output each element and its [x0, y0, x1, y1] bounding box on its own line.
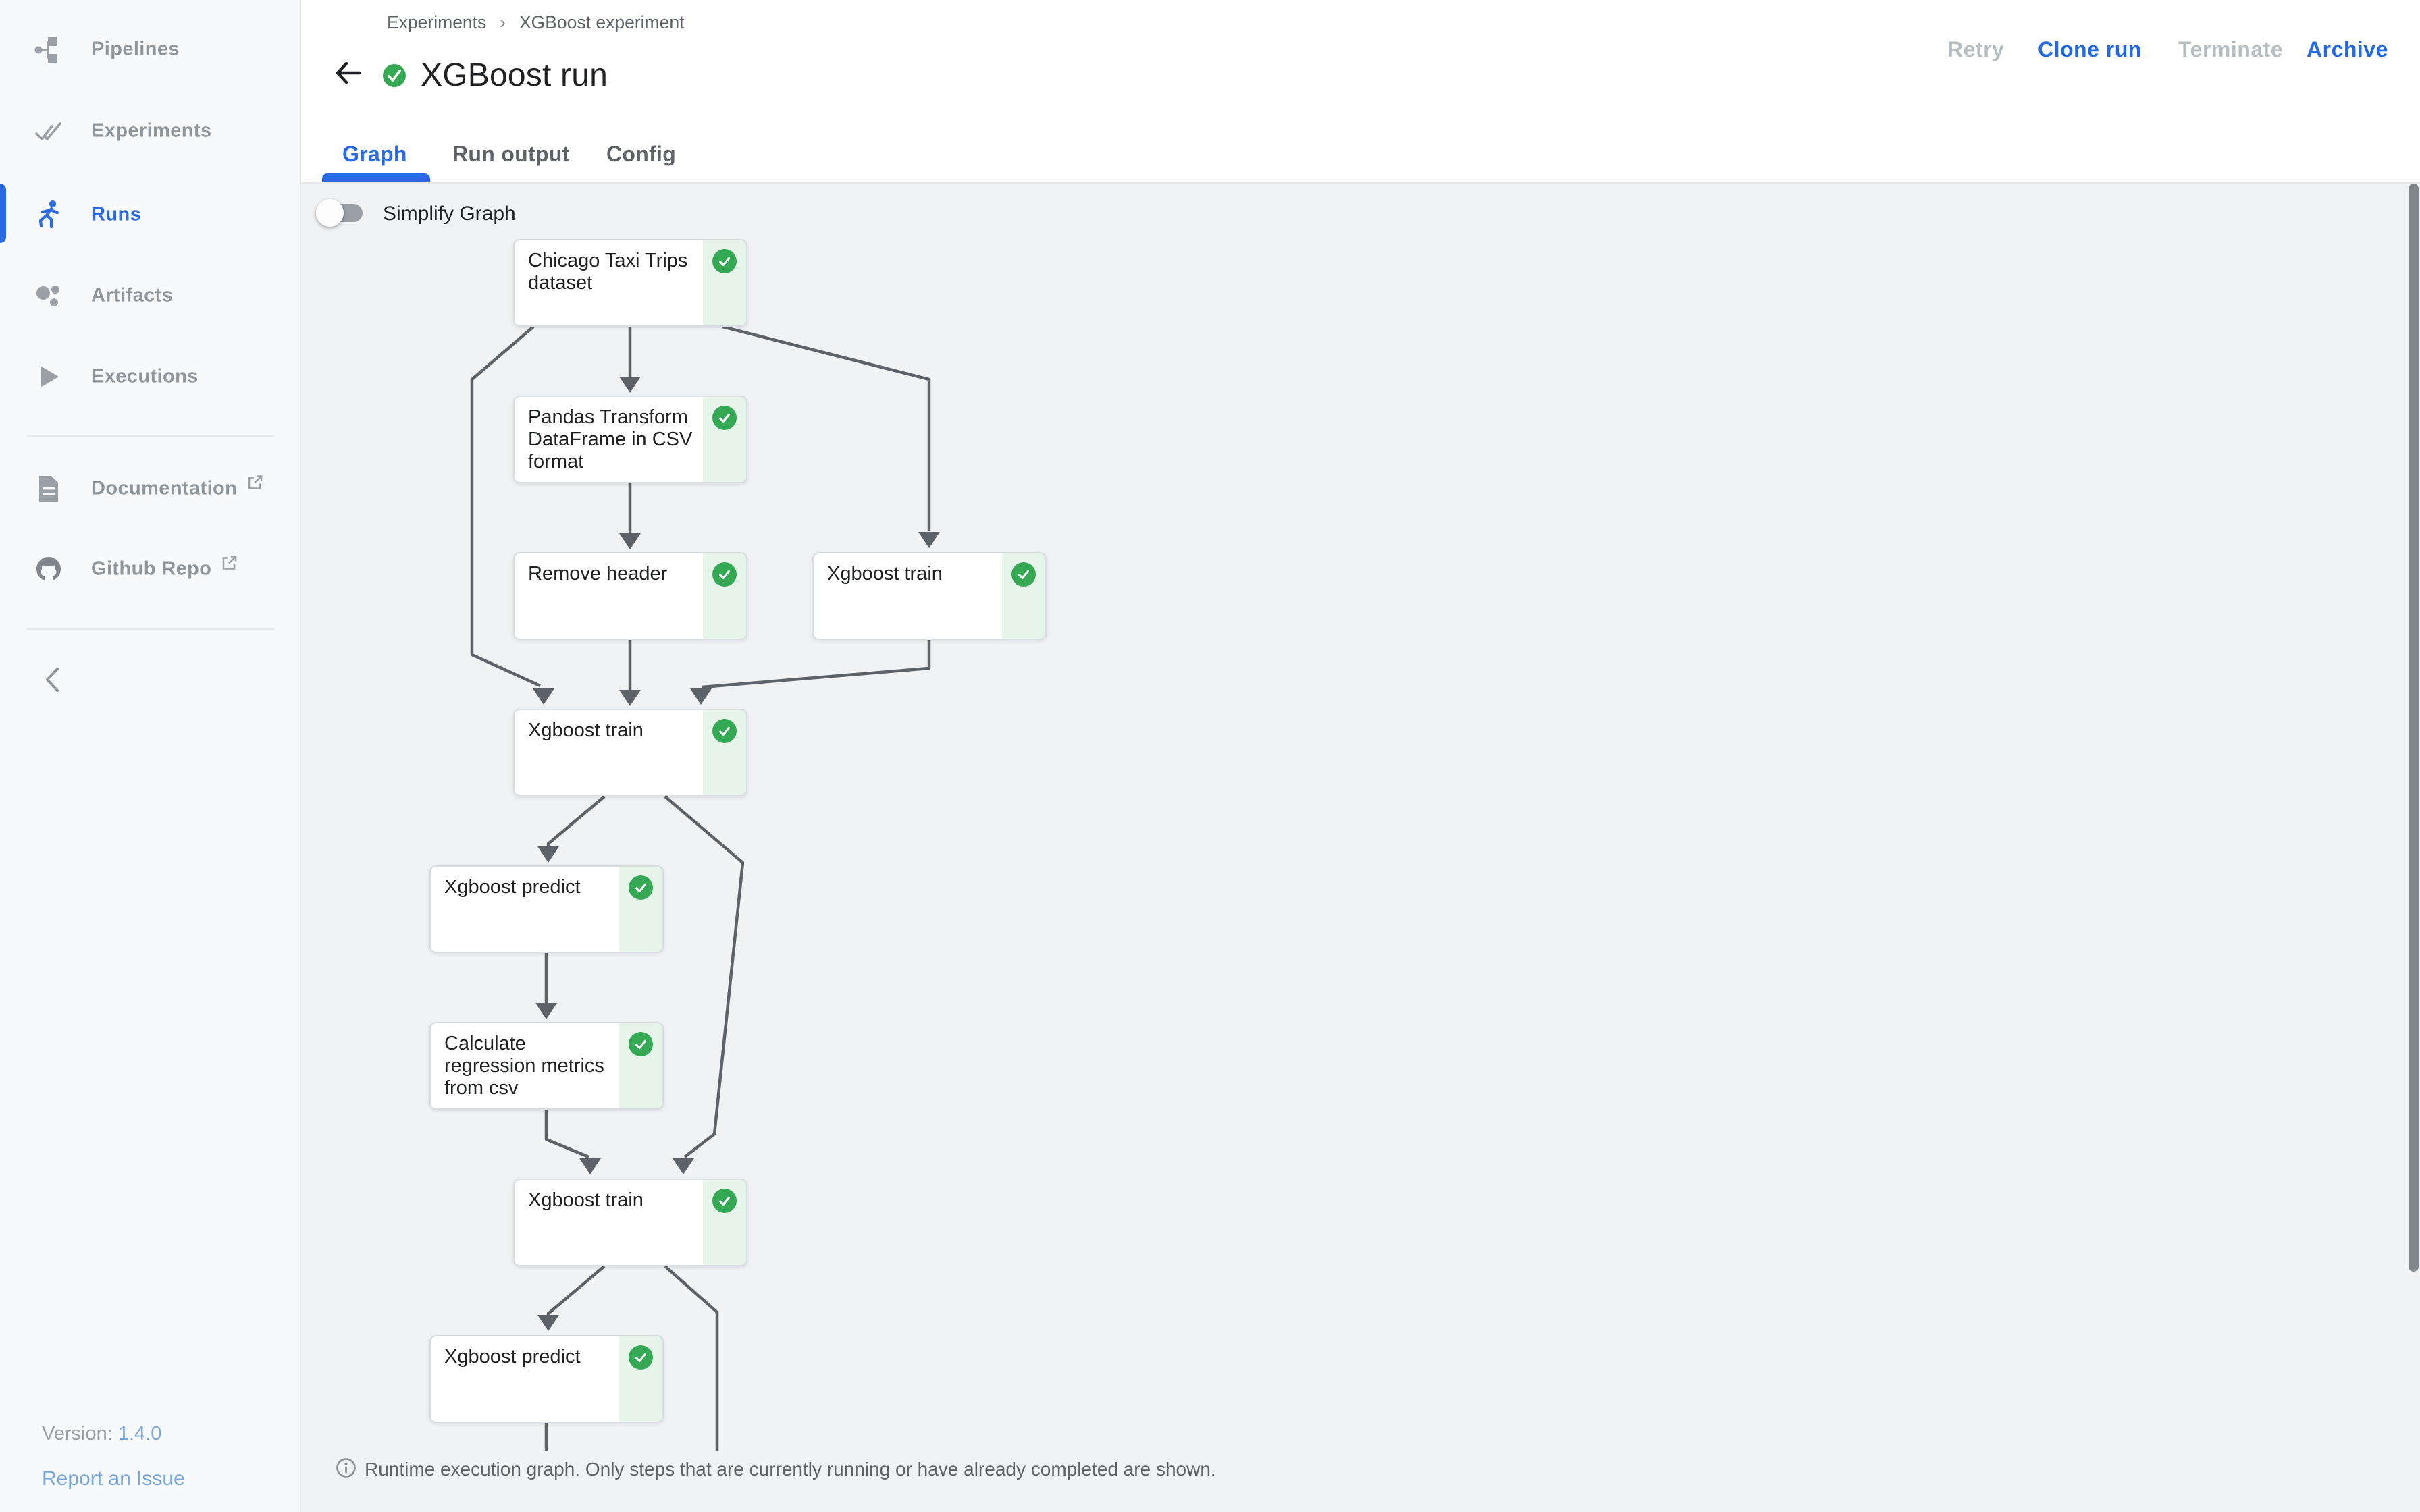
sidebar-item-label: Runs: [91, 203, 142, 225]
info-icon: [336, 1457, 357, 1478]
breadcrumb: Experiments › XGBoost experiment: [387, 12, 684, 33]
graph-node-pandas-transform[interactable]: Pandas Transform DataFrame in CSV format: [513, 396, 747, 483]
node-label: Chicago Taxi Trips dataset: [528, 250, 688, 294]
sidebar-link-label: Github Repo: [91, 556, 238, 580]
report-issue-link[interactable]: Report an Issue: [42, 1467, 185, 1490]
graph-node-xgboost-train-1[interactable]: Xgboost train: [812, 552, 1047, 640]
pipelines-icon: [33, 34, 64, 65]
runs-icon: [33, 199, 64, 230]
sidebar-link-documentation[interactable]: Documentation: [0, 449, 301, 529]
graph-node-calculate-regression-metrics[interactable]: Calculate regression metrics from csv: [429, 1022, 664, 1110]
version-text: Version: 1.4.0: [42, 1423, 162, 1444]
graph-node-xgboost-train-3[interactable]: Xgboost train: [513, 1179, 747, 1266]
graph-node-remove-header[interactable]: Remove header: [513, 552, 747, 640]
archive-button[interactable]: Archive: [2307, 37, 2388, 61]
graph-node-xgboost-predict-2[interactable]: Xgboost predict: [429, 1335, 664, 1423]
document-icon: [33, 473, 64, 504]
tab-run-output[interactable]: Run output: [452, 142, 570, 166]
success-check-icon: [712, 719, 737, 743]
sidebar-item-label: Artifacts: [91, 284, 174, 306]
artifacts-icon: [33, 280, 64, 311]
node-label: Xgboost predict: [444, 1346, 581, 1368]
node-label: Remove header: [528, 563, 668, 585]
external-link-icon: [221, 554, 238, 577]
success-check-icon: [629, 1345, 653, 1370]
graph-node-chicago-taxi-trips-dataset[interactable]: Chicago Taxi Trips dataset: [513, 239, 747, 327]
breadcrumb-xgboost-experiment[interactable]: XGBoost experiment: [519, 12, 685, 32]
sidebar-link-github-repo[interactable]: Github Repo: [0, 529, 301, 609]
sidebar-link-label: Documentation: [91, 475, 264, 500]
run-status-success-icon: [382, 63, 406, 88]
executions-icon: [33, 361, 64, 392]
back-button[interactable]: [332, 57, 363, 88]
node-label: Xgboost train: [528, 1189, 643, 1211]
node-label: Xgboost train: [827, 563, 943, 585]
graph-canvas: [301, 182, 2420, 1512]
page-title: XGBoost run: [421, 57, 608, 93]
sidebar-item-artifacts[interactable]: Artifacts: [0, 256, 301, 335]
external-link-icon: [246, 474, 264, 497]
experiments-icon: [33, 115, 64, 146]
sidebar: Pipelines Experiments Runs Artif: [0, 0, 301, 1512]
node-label: Xgboost train: [528, 720, 643, 741]
success-check-icon: [712, 1189, 737, 1213]
sidebar-divider: [27, 435, 274, 437]
success-check-icon: [1011, 562, 1036, 587]
success-check-icon: [712, 406, 737, 430]
node-label: Xgboost predict: [444, 876, 581, 898]
sidebar-item-runs[interactable]: Runs: [0, 175, 301, 254]
sidebar-item-label: Experiments: [91, 119, 212, 142]
node-label: Pandas Transform DataFrame in CSV format: [528, 406, 693, 473]
terminate-button[interactable]: Terminate: [2178, 37, 2284, 61]
graph-node-xgboost-train-2[interactable]: Xgboost train: [513, 709, 747, 796]
github-icon: [33, 554, 64, 585]
success-check-icon: [629, 875, 653, 900]
success-check-icon: [629, 1032, 653, 1056]
sidebar-divider: [27, 628, 274, 630]
breadcrumb-chevron-icon: ›: [500, 12, 506, 32]
simplify-graph-toggle-knob[interactable]: [316, 199, 344, 227]
retry-button[interactable]: Retry: [1947, 37, 2005, 61]
sidebar-item-pipelines[interactable]: Pipelines: [0, 9, 301, 89]
graph-footer-note: Runtime execution graph. Only steps that…: [365, 1459, 1216, 1480]
graph-node-xgboost-predict-1[interactable]: Xgboost predict: [429, 865, 664, 953]
tab-graph[interactable]: Graph: [342, 142, 407, 166]
sidebar-item-experiments[interactable]: Experiments: [0, 91, 301, 171]
sidebar-item-executions[interactable]: Executions: [0, 337, 301, 416]
tab-config[interactable]: Config: [606, 142, 677, 166]
simplify-graph-label: Simplify Graph: [383, 202, 516, 225]
node-label: Calculate regression metrics from csv: [444, 1033, 604, 1099]
vertical-scrollbar[interactable]: [2409, 184, 2419, 1272]
version-link[interactable]: 1.4.0: [117, 1423, 162, 1444]
clone-run-button[interactable]: Clone run: [2038, 37, 2142, 61]
success-check-icon: [712, 562, 737, 587]
sidebar-item-label: Executions: [91, 365, 199, 387]
breadcrumb-experiments[interactable]: Experiments: [387, 12, 487, 32]
collapse-sidebar-button[interactable]: [35, 660, 73, 698]
run-actions: Retry Clone run Terminate Archive: [0, 37, 2420, 71]
active-nav-indicator: [0, 184, 6, 243]
success-check-icon: [712, 249, 737, 273]
sidebar-item-label: Pipelines: [91, 38, 180, 60]
active-tab-indicator: [322, 173, 430, 182]
